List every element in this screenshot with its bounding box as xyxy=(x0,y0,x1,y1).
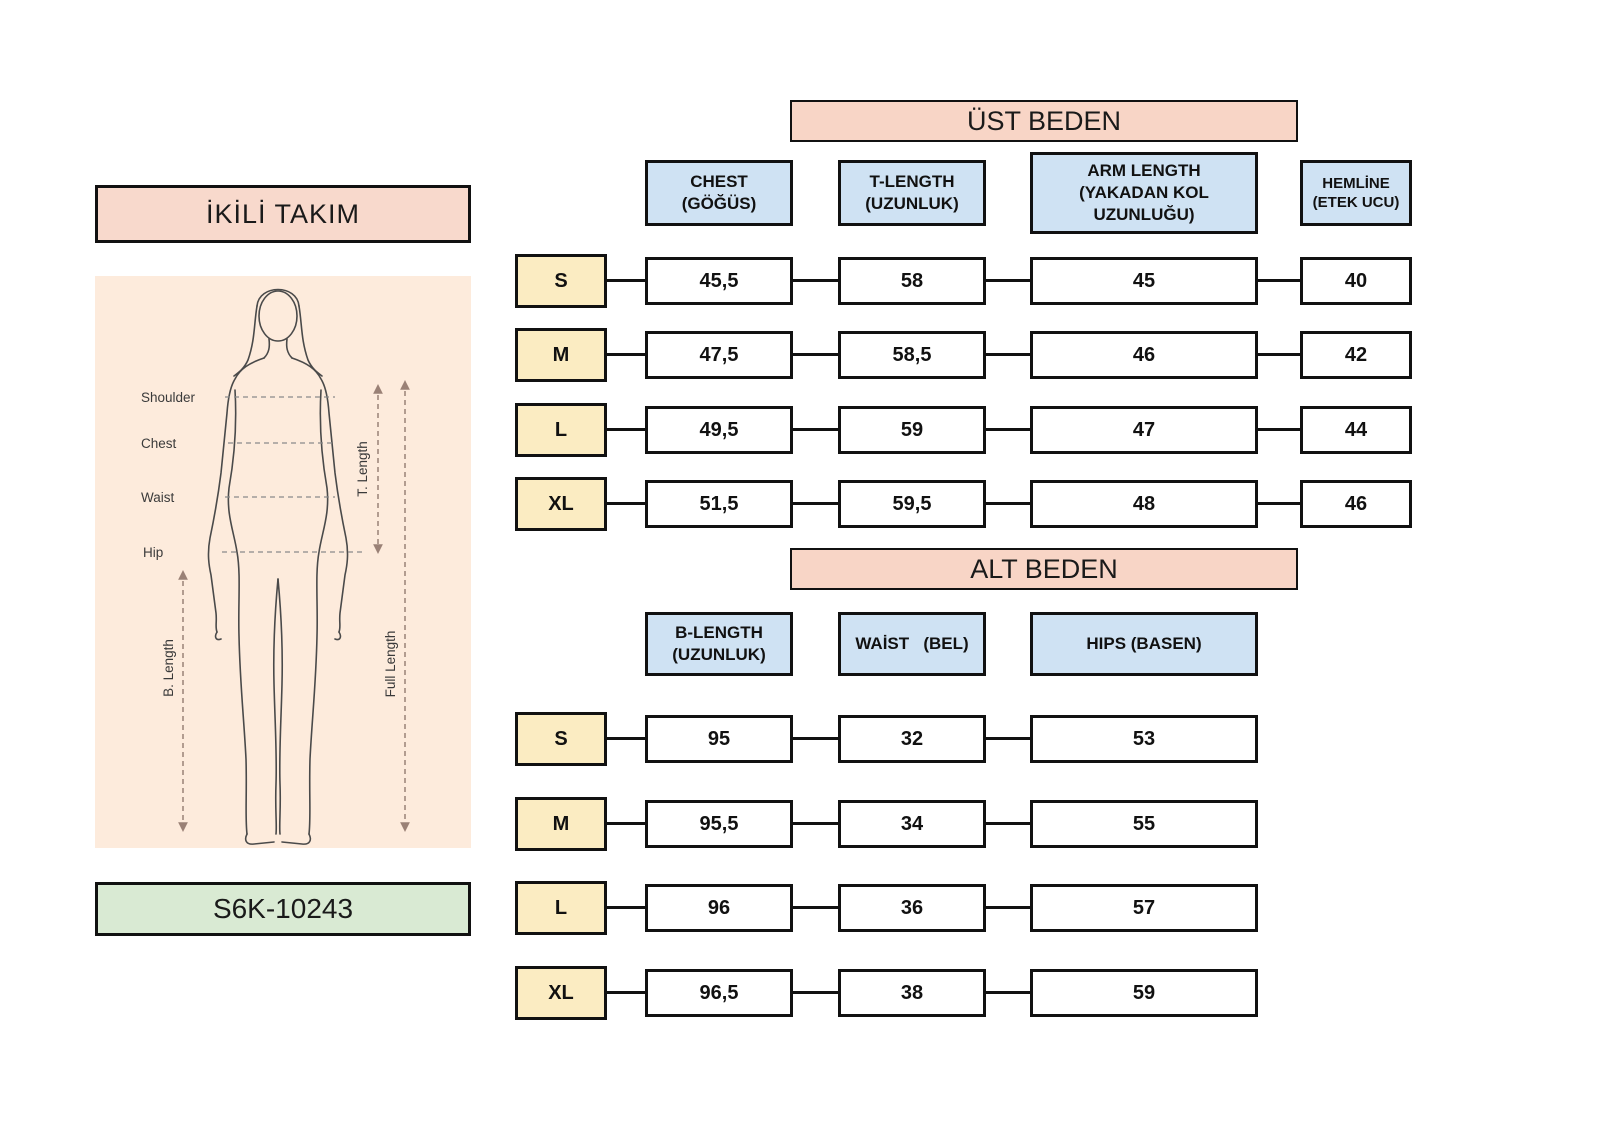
connector-line xyxy=(986,737,1030,740)
column-header-line: (UZUNLUK) xyxy=(865,194,959,213)
connector-line xyxy=(1258,428,1300,431)
label-waist: Waist xyxy=(141,490,174,505)
connector-line xyxy=(986,906,1030,909)
body-outline xyxy=(207,288,349,845)
connector-line xyxy=(607,991,645,994)
cell-t-length: 59,5 xyxy=(838,480,986,528)
size-label: M xyxy=(515,797,607,851)
connector-line xyxy=(793,906,838,909)
cell-b-length: 96 xyxy=(645,884,793,932)
size-label: L xyxy=(515,881,607,935)
column-header-line: CHEST xyxy=(690,171,748,191)
connector-line xyxy=(986,428,1030,431)
column-header-line: (UZUNLUK) xyxy=(672,645,766,664)
lower-table-title: ALT BEDEN xyxy=(790,548,1298,590)
product-code: S6K-10243 xyxy=(95,882,471,936)
column-header-hips: HIPS (BASEN) xyxy=(1030,612,1258,676)
size-label: L xyxy=(515,403,607,457)
size-label: S xyxy=(515,254,607,308)
column-header-b-length: B-LENGTH (UZUNLUK) xyxy=(645,612,793,676)
column-header-line: T-LENGTH xyxy=(869,171,955,191)
upper-table-title: ÜST BEDEN xyxy=(790,100,1298,142)
column-header-waist: WAİST (BEL) xyxy=(838,612,986,676)
connector-line xyxy=(793,428,838,431)
label-shoulder: Shoulder xyxy=(141,390,196,405)
length-arrows xyxy=(178,380,410,832)
cell-hemline: 44 xyxy=(1300,406,1412,454)
column-header-line: (ETEK UCU) xyxy=(1312,194,1400,211)
connector-line xyxy=(607,906,645,909)
connector-line xyxy=(607,353,645,356)
connector-line xyxy=(986,822,1030,825)
cell-chest: 47,5 xyxy=(645,331,793,379)
label-b-length: B. Length xyxy=(161,639,176,697)
column-header-chest: CHEST (GÖĞÜS) xyxy=(645,160,793,226)
connector-line xyxy=(986,353,1030,356)
column-header-line: (GÖĞÜS) xyxy=(681,194,757,213)
cell-arm-length: 45 xyxy=(1030,257,1258,305)
cell-b-length: 96,5 xyxy=(645,969,793,1017)
label-hip: Hip xyxy=(143,545,163,560)
column-header-hemline: HEMLİNE (ETEK UCU) xyxy=(1300,160,1412,226)
connector-line xyxy=(607,428,645,431)
cell-hemline: 42 xyxy=(1300,331,1412,379)
cell-arm-length: 48 xyxy=(1030,480,1258,528)
cell-hips: 53 xyxy=(1030,715,1258,763)
label-full-length: Full Length xyxy=(383,631,398,698)
cell-hemline: 46 xyxy=(1300,480,1412,528)
cell-t-length: 58 xyxy=(838,257,986,305)
size-label: M xyxy=(515,328,607,382)
connector-line xyxy=(607,822,645,825)
body-measurement-diagram: Shoulder Chest Waist Hip T. Length Full … xyxy=(141,288,410,845)
cell-arm-length: 46 xyxy=(1030,331,1258,379)
column-header-t-length: T-LENGTH (UZUNLUK) xyxy=(838,160,986,226)
size-label: XL xyxy=(515,477,607,531)
size-label: XL xyxy=(515,966,607,1020)
connector-line xyxy=(986,991,1030,994)
column-header-line: B-LENGTH xyxy=(675,622,763,642)
connector-line xyxy=(1258,353,1300,356)
size-label: S xyxy=(515,712,607,766)
cell-waist: 34 xyxy=(838,800,986,848)
measurement-lines xyxy=(222,396,363,553)
connector-line xyxy=(793,502,838,505)
connector-line xyxy=(1258,502,1300,505)
column-header-line: HIPS (BASEN) xyxy=(1086,633,1202,653)
connector-line xyxy=(607,502,645,505)
connector-line xyxy=(607,279,645,282)
cell-hips: 57 xyxy=(1030,884,1258,932)
cell-chest: 51,5 xyxy=(645,480,793,528)
cell-hips: 55 xyxy=(1030,800,1258,848)
cell-hips: 59 xyxy=(1030,969,1258,1017)
connector-line xyxy=(1258,279,1300,282)
cell-chest: 45,5 xyxy=(645,257,793,305)
cell-waist: 32 xyxy=(838,715,986,763)
label-t-length: T. Length xyxy=(355,441,370,497)
cell-t-length: 58,5 xyxy=(838,331,986,379)
connector-line xyxy=(986,502,1030,505)
column-header-line: WAİST (BEL) xyxy=(855,633,969,653)
connector-line xyxy=(793,822,838,825)
connector-line xyxy=(986,279,1030,282)
connector-line xyxy=(793,353,838,356)
column-header-line: HEMLİNE xyxy=(1322,174,1390,192)
connector-line xyxy=(793,279,838,282)
cell-chest: 49,5 xyxy=(645,406,793,454)
cell-hemline: 40 xyxy=(1300,257,1412,305)
cell-t-length: 59 xyxy=(838,406,986,454)
connector-line xyxy=(793,991,838,994)
column-header-line: (YAKADAN KOL UZUNLUĞU) xyxy=(1079,182,1209,225)
cell-b-length: 95 xyxy=(645,715,793,763)
cell-waist: 36 xyxy=(838,884,986,932)
cell-b-length: 95,5 xyxy=(645,800,793,848)
connector-line xyxy=(607,737,645,740)
figure-panel: Shoulder Chest Waist Hip T. Length Full … xyxy=(95,276,471,848)
cell-waist: 38 xyxy=(838,969,986,1017)
column-header-arm-length: ARM LENGTH (YAKADAN KOL UZUNLUĞU) xyxy=(1030,152,1258,234)
connector-line xyxy=(793,737,838,740)
column-header-line: ARM LENGTH xyxy=(1087,160,1201,180)
product-title: İKİLİ TAKIM xyxy=(95,185,471,243)
label-chest: Chest xyxy=(141,436,177,451)
cell-arm-length: 47 xyxy=(1030,406,1258,454)
